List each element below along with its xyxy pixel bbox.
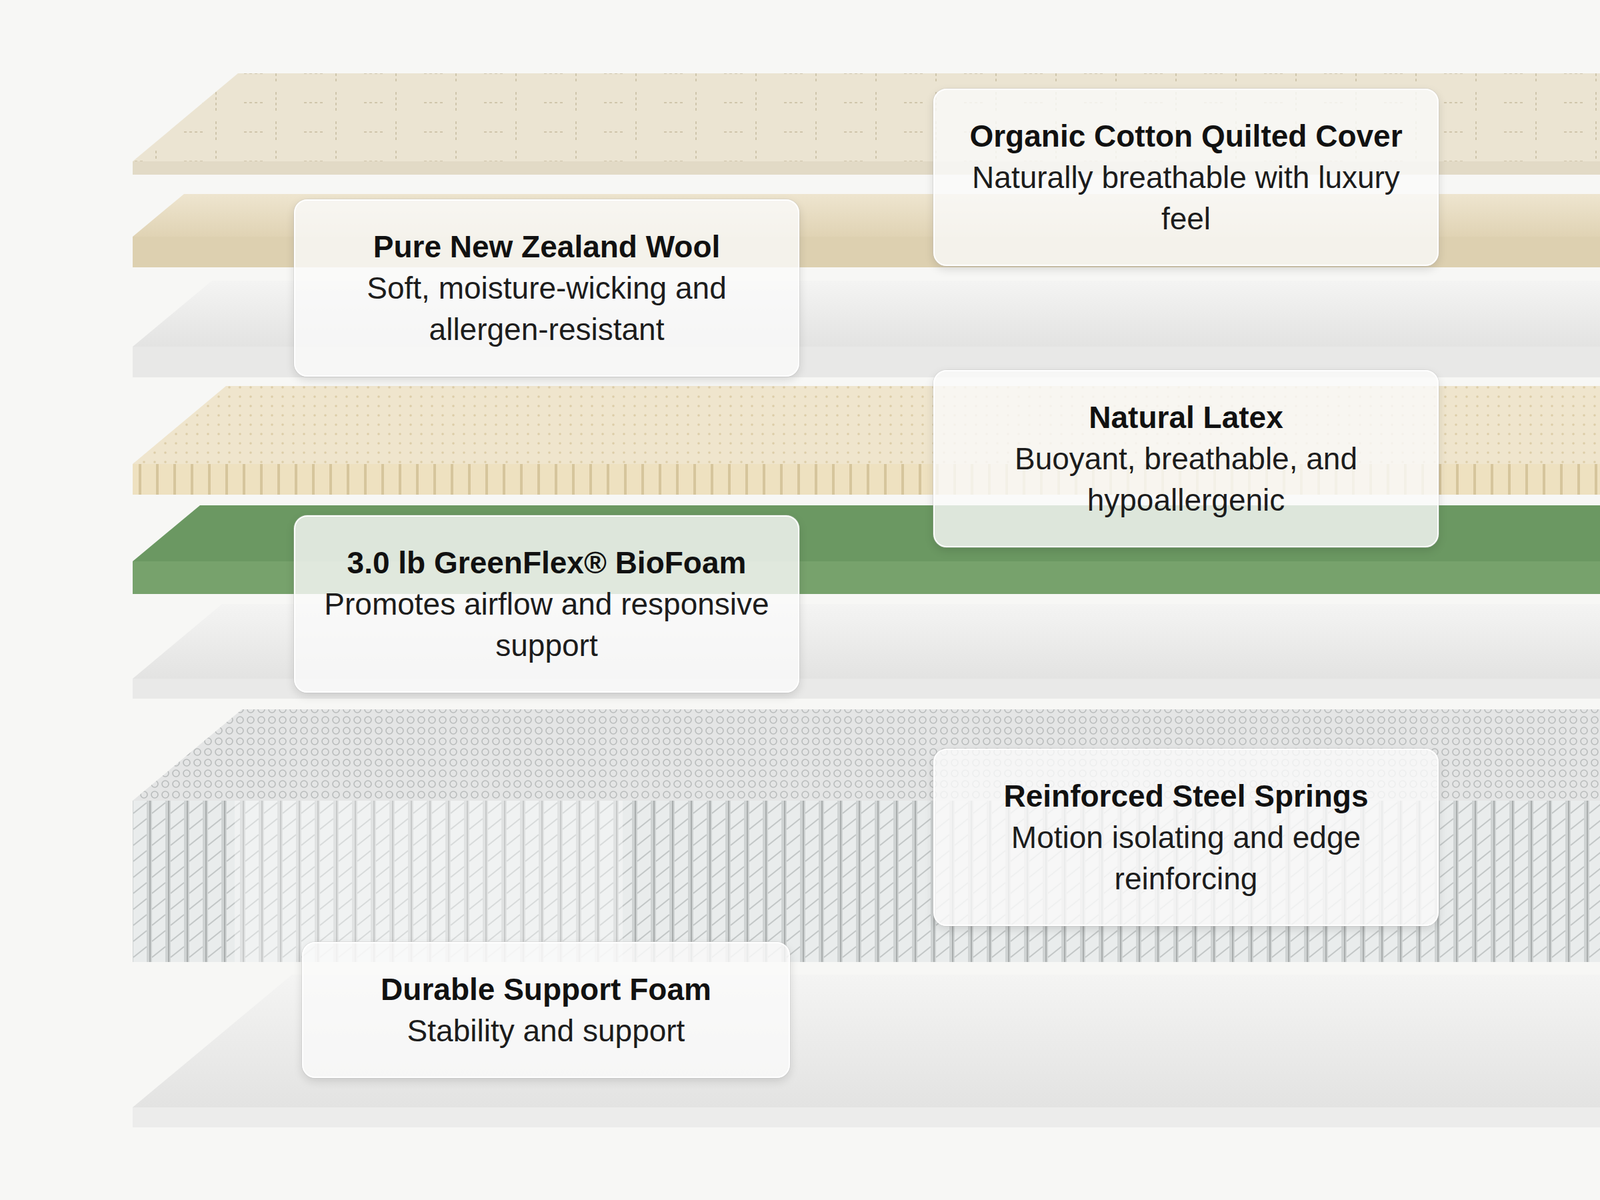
callout-heading: Durable Support Foam [323, 968, 769, 1010]
callout-text: Promotes airflow and responsive support [315, 583, 778, 666]
callout-box: Organic Cotton Quilted CoverNaturally br… [933, 88, 1439, 266]
callout-box: Natural LatexBuoyant, breathable, and hy… [933, 370, 1439, 548]
callout-heading: Pure New Zealand Wool [315, 226, 778, 268]
callout-box: Reinforced Steel SpringsMotion isolating… [933, 748, 1439, 926]
callout-text: Motion isolating and edge reinforcing [954, 816, 1418, 900]
callout-heading: Natural Latex [954, 396, 1418, 438]
callout-heading: 3.0 lb GreenFlex® BioFoam [315, 542, 778, 584]
springs-highlight [234, 800, 623, 962]
callout-box: Pure New Zealand WoolSoft, moisture-wick… [294, 199, 800, 377]
callout-text: Naturally breathable with luxury feel [954, 156, 1418, 240]
callout-text: Buoyant, breathable, and hypoallergenic [954, 438, 1418, 521]
support-foam-side [132, 1107, 1600, 1128]
callout-text: Stability and support [323, 1010, 769, 1052]
callout-box: 3.0 lb GreenFlex® BioFoamPromotes airflo… [294, 515, 800, 693]
callout-heading: Organic Cotton Quilted Cover [954, 115, 1418, 157]
callout-box: Durable Support FoamStability and suppor… [302, 942, 790, 1078]
callout-text: Soft, moisture-wicking and allergen-resi… [315, 267, 778, 350]
callout-heading: Reinforced Steel Springs [954, 775, 1418, 817]
